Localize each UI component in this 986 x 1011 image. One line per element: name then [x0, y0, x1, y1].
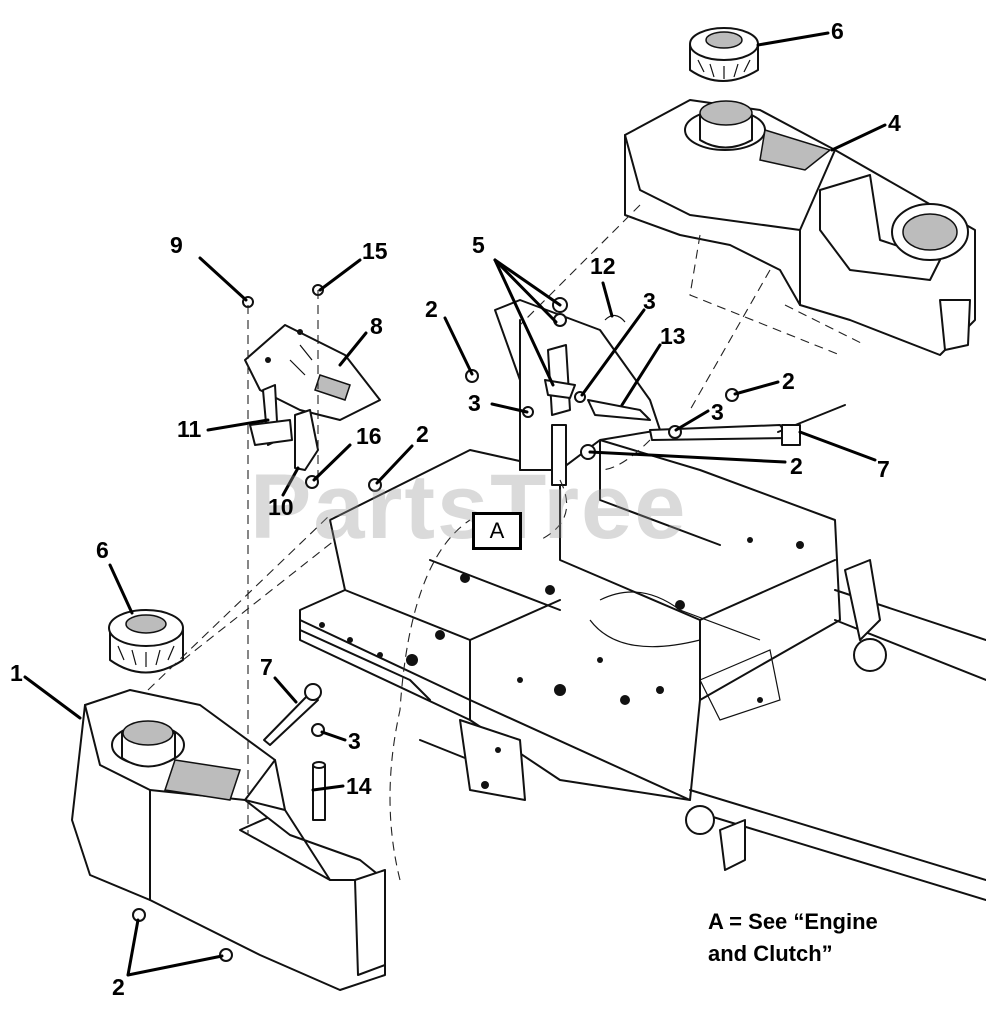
- callout-5: 5: [472, 232, 485, 258]
- callout-2-center: 2: [790, 453, 803, 479]
- reference-box-a: A: [472, 512, 522, 550]
- callout-11: 11: [177, 416, 202, 442]
- chassis-frame: [299, 299, 986, 901]
- callout-15: 15: [362, 238, 388, 264]
- callout-13: 13: [660, 323, 686, 349]
- callout-7-left: 7: [260, 654, 273, 680]
- callout-3-line: 3: [711, 399, 724, 425]
- callout-12: 12: [590, 253, 616, 279]
- reference-note: A = See “Engine and Clutch”: [708, 906, 968, 970]
- callout-2-bracket: 2: [425, 296, 438, 322]
- callout-14: 14: [346, 773, 372, 799]
- leader-lines: [23, 31, 887, 977]
- callout-10: 10: [268, 494, 294, 520]
- callout-2-left: 2: [416, 421, 429, 447]
- fuel-cap-top: [689, 27, 759, 82]
- callout-9: 9: [170, 232, 183, 258]
- right-fuel-tank: [624, 99, 976, 356]
- control-bracket: [244, 324, 381, 489]
- callout-8: 8: [370, 313, 383, 339]
- reference-note-line-1: A = See “Engine: [708, 909, 878, 934]
- callout-4: 4: [888, 110, 901, 136]
- callout-2-right: 2: [782, 368, 795, 394]
- callout-6-top: 6: [831, 18, 844, 44]
- callout-7-right: 7: [877, 456, 890, 482]
- callout-3-left: 3: [348, 728, 361, 754]
- reference-note-line-2: and Clutch”: [708, 941, 833, 966]
- callout-2-bottom: 2: [112, 974, 125, 1000]
- callout-3-bracket: 3: [468, 390, 481, 416]
- watermark: PartsTree: [250, 456, 688, 558]
- left-fuel-tank: [71, 689, 386, 991]
- callout-6-left: 6: [96, 537, 109, 563]
- fuel-cap-left: [108, 609, 184, 674]
- callout-1: 1: [10, 660, 23, 686]
- valve-and-lines: [465, 297, 846, 541]
- callout-16: 16: [356, 423, 382, 449]
- callout-3-valve: 3: [643, 288, 656, 314]
